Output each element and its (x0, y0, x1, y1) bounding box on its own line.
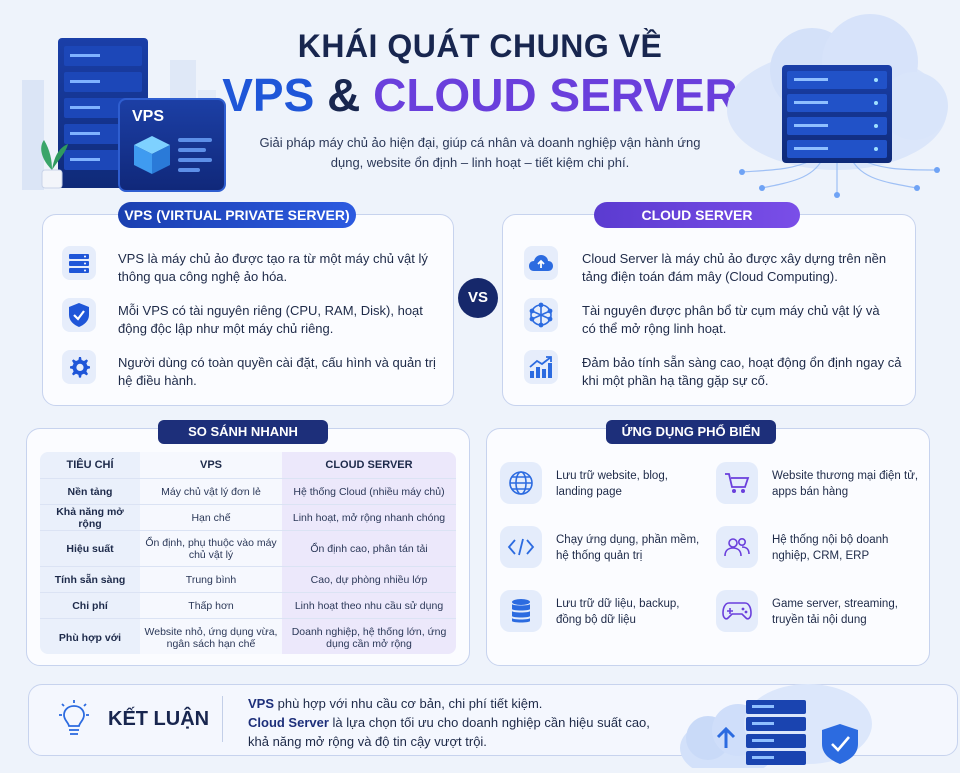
cart-icon (716, 462, 758, 504)
cloud-card (502, 214, 916, 406)
app-item-text: Lưu trữ dữ liệu, backup, đồng bộ dữ liệu (556, 598, 680, 626)
vps-card (42, 214, 454, 406)
vps-item-text: Mỗi VPS có tài nguyên riêng (CPU, RAM, D… (118, 303, 423, 336)
cube-icon (134, 136, 170, 174)
table-row: Phù hợp với Website nhỏ, ứng dụng vừa, n… (40, 618, 456, 654)
server-icon (62, 246, 96, 280)
cloud-cell: Cao, dự phòng nhiều lớp (282, 566, 456, 593)
vps-panel: VPS (118, 98, 226, 192)
conclusion-heading: KẾT LUẬN (108, 708, 210, 730)
applications-heading: ỨNG DỤNG PHỔ BIẾN (606, 420, 776, 444)
cloud-cell: Ổn định cao, phân tán tải (282, 530, 456, 567)
shield-check-icon (62, 298, 96, 332)
vps-cell: Thấp hơn (140, 592, 282, 619)
app-item: Game server, streaming, truyền tải nội d… (716, 590, 921, 636)
cloud-cell: Linh hoạt theo nhu cầu sử dụng (282, 592, 456, 619)
applications-card (486, 428, 930, 666)
cloud-item: Cloud Server là máy chủ ảo được xây dựng… (524, 246, 904, 286)
criteria-cell: Phù hợp với (40, 618, 140, 654)
cloud-item-text: Tài nguyên được phân bổ từ cụm máy chủ v… (582, 303, 880, 336)
app-item-text: Lưu trữ website, blog, landing page (556, 470, 668, 498)
plant-icon (41, 140, 68, 189)
col-header-vps: VPS (140, 452, 282, 479)
table-row: Chi phí Thấp hơn Linh hoạt theo nhu cầu … (40, 592, 456, 619)
cloud-cell: Doanh nghiệp, hệ thống lớn, ứng dụng cần… (282, 618, 456, 654)
cloud-cell: Linh hoạt, mở rộng nhanh chóng (282, 504, 456, 531)
vps-item: VPS là máy chủ ảo được tạo ra từ một máy… (62, 246, 442, 286)
conclusion-divider (222, 696, 223, 742)
conclusion-cloud-text: là lựa chọn tối ưu cho doanh nghiệp cần … (248, 715, 650, 749)
title-cloud: CLOUD SERVER (373, 69, 738, 121)
vps-item: Mỗi VPS có tài nguyên riêng (CPU, RAM, D… (62, 298, 442, 338)
vps-card-heading: VPS (VIRTUAL PRIVATE SERVER) (118, 202, 356, 228)
cloud-item-text: Cloud Server là máy chủ ảo được xây dựng… (582, 251, 887, 284)
app-item: Lưu trữ dữ liệu, backup, đồng bộ dữ liệu (500, 590, 700, 636)
app-item: Hệ thống nội bộ doanh nghiệp, CRM, ERP (716, 526, 921, 572)
vps-item-text: VPS là máy chủ ảo được tạo ra từ một máy… (118, 251, 428, 284)
title-line-1: KHÁI QUÁT CHUNG VỀ (297, 28, 663, 64)
cloud-card-heading: CLOUD SERVER (594, 202, 800, 228)
users-icon (716, 526, 758, 568)
app-item: Website thương mại điện tử, apps bán hàn… (716, 462, 921, 508)
comparison-table: TIÊU CHÍ VPS CLOUD SERVER Nền tảng Máy c… (40, 452, 456, 654)
vps-cell: Trung bình (140, 566, 282, 593)
cloud-upload-icon (524, 246, 558, 280)
conclusion-text: VPS phù hợp với nhu cầu cơ bản, chi phí … (248, 694, 668, 751)
vs-badge: VS (458, 278, 498, 318)
criteria-cell: Khả năng mở rộng (40, 504, 140, 531)
cloud-item-text: Đảm bảo tính sẵn sàng cao, hoạt động ổn … (582, 355, 902, 388)
col-header-criteria: TIÊU CHÍ (40, 452, 140, 479)
conclusion-vps-text: phù hợp với nhu cầu cơ bản, chi phí tiết… (274, 696, 543, 711)
comparison-heading: SO SÁNH NHANH (158, 420, 328, 444)
conclusion-illustration (668, 664, 888, 773)
chart-up-icon (524, 350, 558, 384)
vps-cell: Website nhỏ, ứng dụng vừa, ngân sách hạn… (140, 618, 282, 654)
cloud-cell: Hệ thống Cloud (nhiều máy chủ) (282, 478, 456, 505)
cloud-item: Đảm bảo tính sẵn sàng cao, hoạt động ổn … (524, 350, 904, 390)
table-row: Hiệu suất Ổn định, phụ thuộc vào máy chủ… (40, 530, 456, 567)
network-icon (524, 298, 558, 332)
vps-cell: Hạn chế (140, 504, 282, 531)
title-amp: & (327, 69, 361, 121)
vps-panel-label: VPS (132, 108, 165, 125)
globe-icon (500, 462, 542, 504)
criteria-cell: Hiệu suất (40, 530, 140, 567)
code-icon (500, 526, 542, 568)
vps-item: Người dùng có toàn quyền cài đặt, cấu hì… (62, 350, 442, 390)
table-row: Nền tảng Máy chủ vật lý đơn lẻ Hệ thống … (40, 478, 456, 505)
conclusion-cloud-strong: Cloud Server (248, 715, 329, 730)
main-title: VPS & CLOUD SERVER (0, 68, 960, 122)
table-row: Khả năng mở rộng Hạn chế Linh hoạt, mở r… (40, 504, 456, 531)
criteria-cell: Chi phí (40, 592, 140, 619)
lightbulb-icon (56, 700, 92, 745)
conclusion-vps-strong: VPS (248, 696, 275, 711)
title-vps: VPS (222, 69, 315, 121)
vps-illustration: VPS (20, 20, 230, 195)
app-item-text: Hệ thống nội bộ doanh nghiệp, CRM, ERP (772, 534, 889, 562)
app-item-text: Chạy ứng dụng, phần mềm, hệ thống quản t… (556, 534, 700, 562)
app-item-text: Website thương mại điện tử, apps bán hàn… (772, 470, 919, 498)
app-item: Lưu trữ website, blog, landing page (500, 462, 700, 508)
database-icon (500, 590, 542, 632)
cloud-server-rack-icon (782, 65, 892, 163)
app-item-text: Game server, streaming, truyền tải nội d… (772, 598, 898, 626)
gamepad-icon (716, 590, 758, 632)
criteria-cell: Nền tảng (40, 478, 140, 505)
app-item: Chạy ứng dụng, phần mềm, hệ thống quản t… (500, 526, 700, 572)
table-row: Tính sẵn sàng Trung bình Cao, dự phòng n… (40, 566, 456, 593)
cloud-item: Tài nguyên được phân bổ từ cụm máy chủ v… (524, 298, 904, 338)
cloud-server-shield-icon (680, 684, 872, 773)
criteria-cell: Tính sẵn sàng (40, 566, 140, 593)
col-header-cloud: CLOUD SERVER (282, 452, 456, 479)
gear-icon (62, 350, 96, 384)
vps-cell: Ổn định, phụ thuộc vào máy chủ vật lý (140, 530, 282, 567)
vps-item-text: Người dùng có toàn quyền cài đặt, cấu hì… (118, 355, 436, 388)
vps-cell: Máy chủ vật lý đơn lẻ (140, 478, 282, 505)
subtitle: Giải pháp máy chủ ảo hiện đại, giúp cá n… (259, 135, 701, 170)
cloud-illustration (722, 10, 952, 205)
